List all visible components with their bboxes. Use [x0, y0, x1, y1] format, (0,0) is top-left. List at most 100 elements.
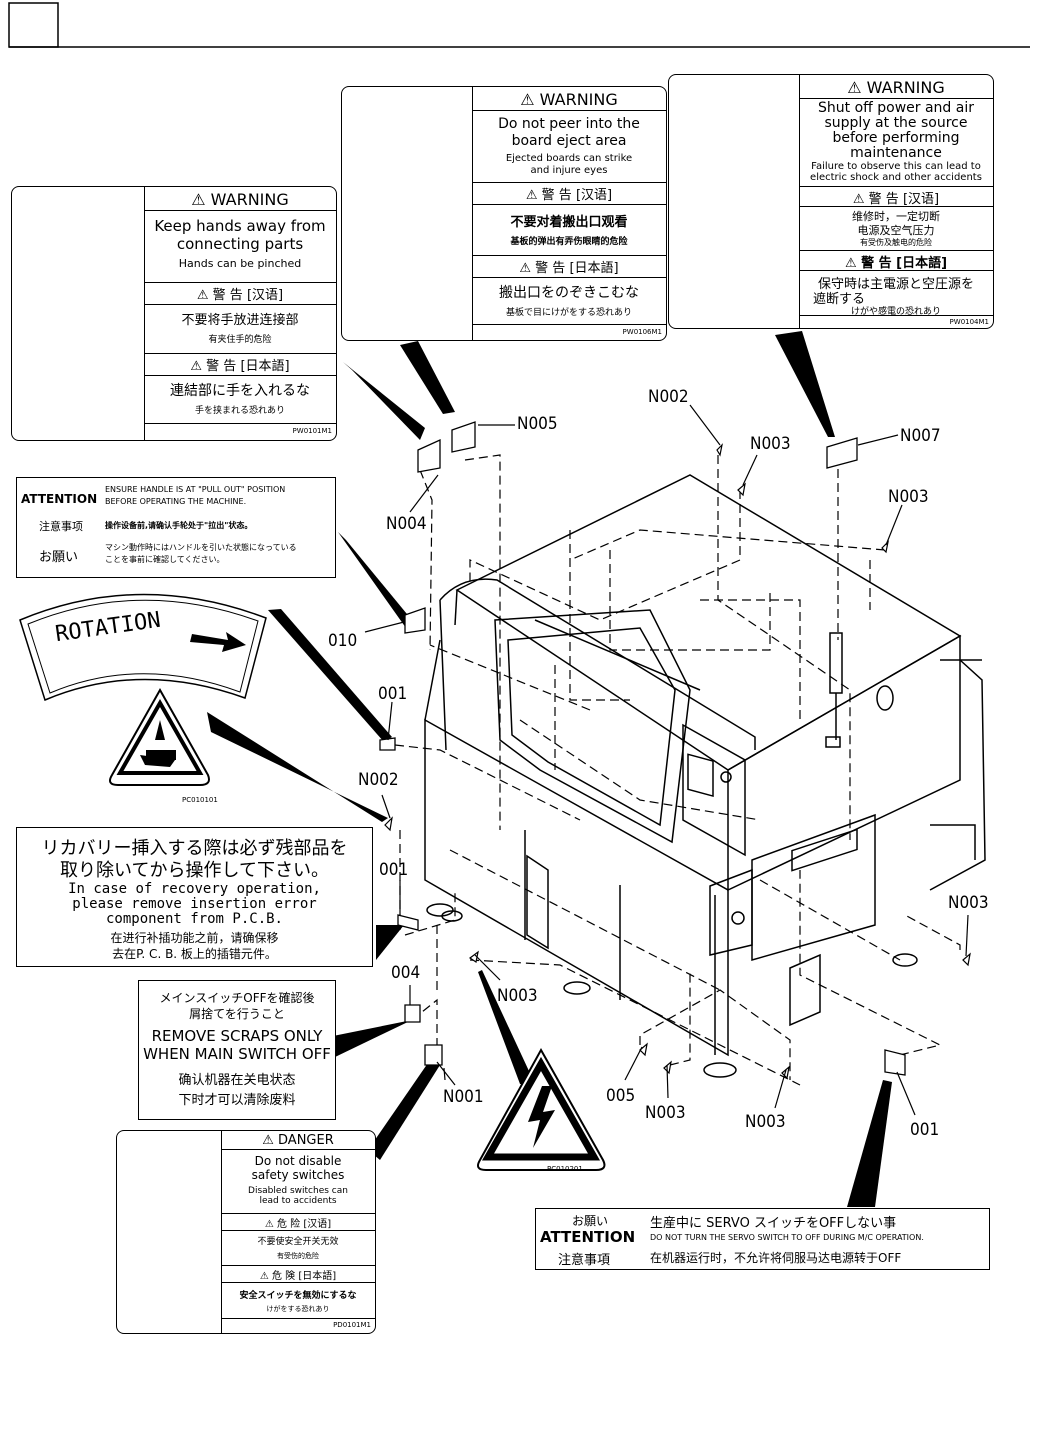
callout-n005: N005 — [517, 414, 558, 434]
danger-header: ⚠ DANGER — [262, 1133, 334, 1148]
jp-text: 連結部に手を入れるな — [170, 383, 310, 399]
rotation-badge — [19, 593, 267, 702]
warning-header: ⚠ WARNING — [520, 90, 618, 109]
danger-text: safety switches — [251, 1168, 345, 1182]
warning-text: before performing — [832, 130, 960, 146]
machine-outline — [424, 474, 986, 1078]
attention-jp-text: マシン動作時にはハンドルを引いた状態になっている — [105, 543, 297, 552]
cn-header: ⚠ 警 告 [汉语] — [196, 288, 284, 303]
jp-subtext: 基板で目にけがをする恐れあり — [505, 308, 632, 318]
arrow-right-icon — [190, 632, 246, 652]
servo-attention-word: ATTENTION — [540, 1228, 636, 1246]
servo-cn-text: 在机器运行时，不允许将伺服马达电源转于OFF — [650, 1251, 902, 1265]
recovery-jp-text: リカバリー挿入する際は必ず残部品を — [41, 838, 348, 859]
cn-header: ⚠ 警 告 [汉语] — [852, 192, 940, 207]
servo-jp-word: お願い — [572, 1214, 609, 1228]
scraps-en-text: REMOVE SCRAPS ONLY — [151, 1027, 323, 1045]
warning-subtext: and injure eyes — [530, 165, 608, 176]
cn-subtext: 基板的弹出有弄伤眼睛的危险 — [510, 237, 628, 247]
label-pd0101-danger-safety-switch: ⚠ DANGER Do not disable safety switches … — [116, 1130, 376, 1334]
callout-n003-bottom1: N003 — [645, 1103, 686, 1123]
scraps-jp-text: メインスイッチOFFを確認後 — [159, 991, 315, 1005]
callout-n001: N001 — [443, 1087, 484, 1107]
warning-text: maintenance — [850, 145, 942, 161]
danger-subtext: lead to accidents — [259, 1196, 337, 1206]
cn-text: 电源及空气压力 — [857, 224, 935, 237]
scraps-cn-text: 确认机器在关电状态 — [178, 1073, 296, 1088]
warning-text: Do not peer into the — [498, 116, 640, 132]
cn-header: ⚠ 警 告 [汉语] — [525, 188, 613, 203]
jp-header: ⚠ 警 告 [日本語] — [844, 256, 948, 271]
callout-n007: N007 — [900, 426, 941, 446]
warning-text: connecting parts — [176, 235, 304, 253]
jp-header: ⚠ 警 告 [日本語] — [519, 261, 619, 276]
attention-jp-word: お願い — [39, 550, 79, 565]
callout-005: 005 — [606, 1086, 636, 1106]
warning-header: ⚠ WARNING — [191, 190, 289, 209]
label-recovery-operation: リカバリー挿入する際は必ず残部品を 取り除いてから操作して下さい。 In cas… — [16, 827, 373, 967]
recovery-en-text: component from P.C.B. — [105, 911, 283, 927]
label-remove-scraps: メインスイッチOFFを確認後 屑捨てを行うこと REMOVE SCRAPS ON… — [138, 980, 336, 1120]
servo-en-text: DO NOT TURN THE SERVO SWITCH TO OFF DURI… — [650, 1233, 924, 1242]
jp-text: 搬出口をのぞきこむな — [499, 285, 639, 301]
attention-jp-text: ことを事前に確認してください。 — [105, 555, 225, 564]
attention-en-text: ENSURE HANDLE IS AT "PULL OUT" POSITION — [105, 485, 286, 494]
cn-text: 不要将手放进连接部 — [181, 313, 299, 328]
jp-text: 保守時は主電源と空圧源を — [817, 277, 974, 292]
callout-patches — [379, 421, 906, 1076]
danger-subtext: Disabled switches can — [248, 1186, 348, 1196]
pinch-label-code: PC010101 — [182, 796, 218, 804]
servo-jp-text: 生産中に SERVO スイッチをOFFしない事 — [650, 1216, 897, 1231]
label-pw0104-shut-off-power: ⚠ WARNING Shut off power and air supply … — [668, 74, 994, 329]
scraps-cn-text: 下时才可以清除废料 — [178, 1093, 296, 1108]
electric-shock-hazard-icon — [477, 1047, 606, 1171]
callout-n003-right: N003 — [948, 893, 989, 913]
callout-n003-top: N003 — [750, 434, 791, 454]
attention-cn-word: 注意事项 — [39, 520, 83, 533]
cn-subtext: 有受伤及触电的危险 — [860, 238, 932, 247]
attention-en-text: BEFORE OPERATING THE MACHINE. — [105, 497, 247, 506]
callout-001-mid: 001 — [379, 860, 409, 880]
label-code: PW0104M1 — [949, 318, 989, 326]
attention-word: ATTENTION — [21, 492, 98, 506]
callout-n003-right-top: N003 — [888, 487, 929, 507]
warning-text: Keep hands away from — [154, 217, 326, 235]
label-pw0101-keep-hands-away: ⚠ WARNING Keep hands away from connectin… — [11, 186, 337, 441]
cn-text: 维修时，一定切断 — [852, 210, 940, 223]
attention-cn-text: 操作设备前,请确认手轮处于"拉出"状态。 — [105, 521, 253, 530]
warning-subtext: Ejected boards can strike — [505, 153, 633, 164]
jp-text: 安全スイッチを無効にするな — [239, 1291, 357, 1301]
warning-subtext: Hands can be pinched — [178, 257, 302, 270]
recovery-en-text: please remove insertion error — [72, 896, 317, 912]
label-code: PD0101M1 — [333, 1321, 371, 1329]
danger-text: Do not disable — [254, 1154, 342, 1168]
warning-text: Shut off power and air — [818, 100, 974, 116]
callout-n002-top: N002 — [648, 387, 689, 407]
label-code: PW0106M1 — [622, 328, 662, 336]
jp-text: 遮断する — [813, 292, 866, 307]
cn-text: 不要使安全开关无效 — [257, 1237, 339, 1247]
jp-subtext: 手を挟まれる恐れあり — [194, 406, 285, 416]
callout-leaders — [364, 404, 969, 1116]
pointer-wedges — [207, 331, 892, 1207]
callout-001-bottom: 001 — [910, 1120, 940, 1140]
callout-n002-left: N002 — [358, 770, 399, 790]
jp-header: ⚠ 危 険 [日本語] — [259, 1271, 337, 1282]
label-attention-handle: ATTENTION ENSURE HANDLE IS AT "PULL OUT"… — [16, 477, 336, 578]
label-attention-servo: お願い ATTENTION 注意事項 生産中に SERVO スイッチをOFFしな… — [535, 1208, 990, 1270]
callout-n003-mid: N003 — [497, 986, 538, 1006]
callout-001-left: 001 — [378, 684, 408, 704]
callout-n004: N004 — [386, 514, 427, 534]
jp-subtext: けがや感電の恐れあり — [850, 307, 941, 317]
recovery-jp-text: 取り除いてから操作して下さい。 — [60, 860, 329, 881]
recovery-en-text: In case of recovery operation, — [68, 881, 321, 897]
scraps-jp-text: 屑捨てを行うこと — [189, 1007, 285, 1021]
callout-004: 004 — [391, 963, 421, 983]
recovery-cn-text: 去在P. C. B. 板上的插错元件。 — [112, 947, 277, 961]
callout-010: 010 — [328, 631, 358, 651]
warning-subtext: Failure to observe this can lead to — [811, 161, 981, 172]
label-code: PW0101M1 — [292, 427, 332, 435]
warning-header: ⚠ WARNING — [847, 78, 945, 97]
cn-text: 不要对着搬出口观看 — [510, 215, 628, 230]
servo-cn-word: 注意事項 — [558, 1253, 611, 1268]
